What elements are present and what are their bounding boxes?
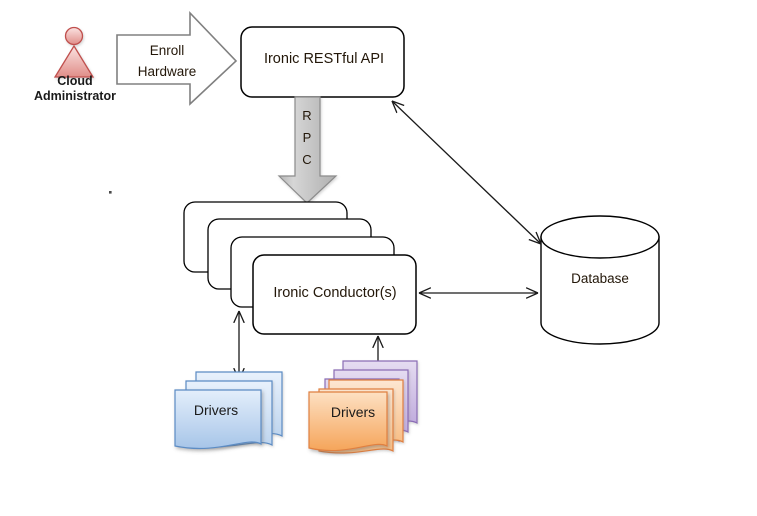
cloud-administrator-actor	[53, 26, 95, 78]
database-top-ellipse	[540, 215, 660, 259]
drivers-blue-stack	[174, 371, 283, 450]
conductor-box-front	[252, 254, 417, 335]
database-body	[540, 236, 660, 345]
drivers-orange-stack	[308, 360, 418, 454]
stray-dot-artifact	[109, 191, 112, 194]
drivers-orange-doc-front	[308, 391, 388, 452]
enroll-hardware-block-arrow	[116, 11, 238, 106]
connector-api-database	[392, 101, 541, 244]
ironic-restful-api-box	[240, 26, 405, 98]
actor-body-icon	[53, 44, 95, 78]
database-cylinder	[540, 215, 660, 345]
rpc-block-arrow	[277, 96, 338, 204]
drivers-blue-doc-front	[174, 389, 262, 450]
ironic-conductor-stack	[183, 201, 417, 335]
actor-head-icon	[64, 26, 84, 46]
